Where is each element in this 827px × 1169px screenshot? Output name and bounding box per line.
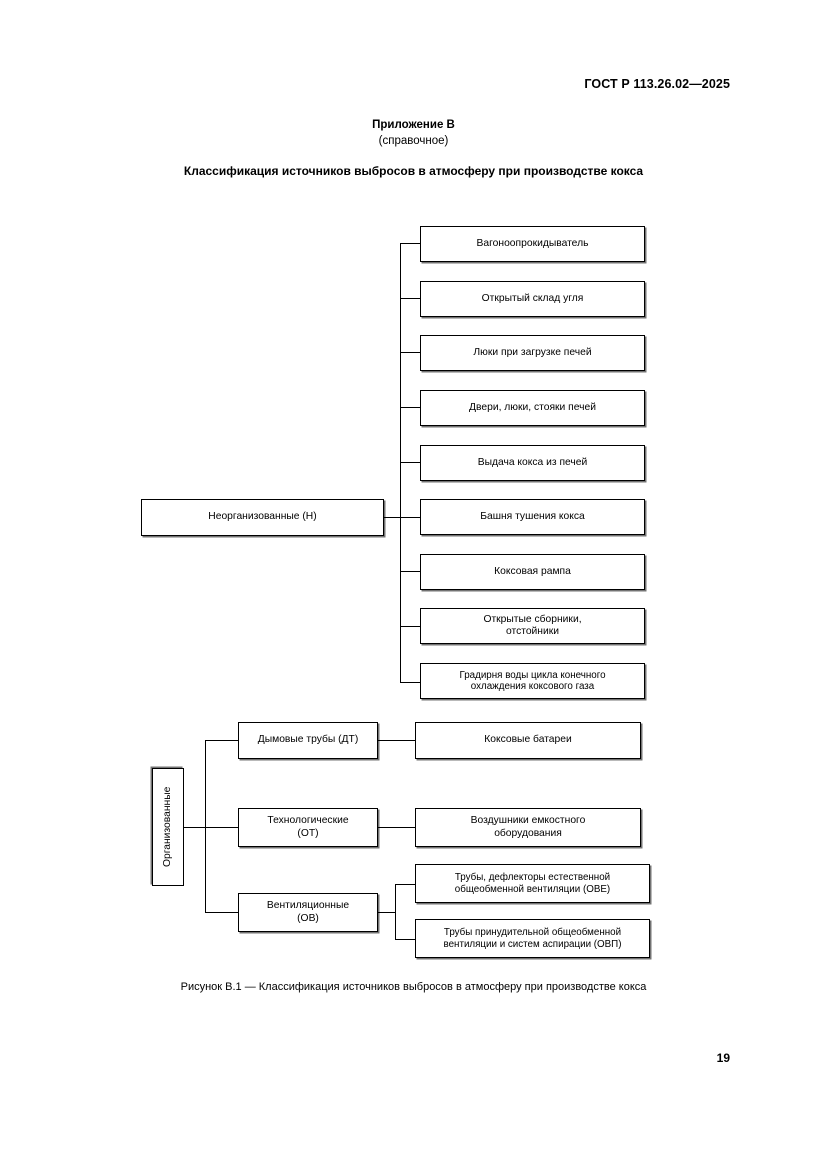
node-organized-root: Организованные [152,768,184,886]
figure-caption: Рисунок В.1 — Классификация источников в… [180,981,647,993]
node-organized-branch-0: Дымовые трубы (ДТ) [238,722,378,759]
connector-organized-trunk [205,740,207,913]
connector-organized-branch-2 [205,912,239,914]
connector-unorganized-child-7 [400,626,421,628]
node-unorganized-child-6: Коксовая рампа [420,554,645,590]
node-organized-branch-2: Вентиляционные(ОВ) [238,893,378,932]
appendix-label: Приложение В [372,119,455,131]
node-unorganized-child-4: Выдача кокса из печей [420,445,645,481]
connector-organized-branch-1 [205,827,239,829]
node-unorganized-child-2: Люки при загрузке печей [420,335,645,371]
connector-unorganized-child-4 [400,462,421,464]
node-unorganized-child-3: Двери, люки, стояки печей [420,390,645,426]
document-header-standard-code: ГОСТ Р 113.26.02—2025 [584,77,730,91]
connector-unorganized-root-stub [384,517,401,519]
connector-unorganized-child-8 [400,682,421,684]
appendix-kind: (справочное) [378,135,449,147]
connector-unorganized-child-3 [400,407,421,409]
connector-organized-branch-2-child-0 [395,884,416,886]
connector-organized-branch-2-child-1 [395,939,416,941]
connector-unorganized-child-5 [400,517,421,519]
node-organized-branch-0-child-0: Коксовые батареи [415,722,641,759]
node-unorganized-child-5: Башня тушения кокса [420,499,645,535]
appendix-title: Классификация источников выбросов в атмо… [183,164,644,178]
connector-organized-branch-0-child-0 [378,740,416,742]
connector-unorganized-child-1 [400,298,421,300]
node-unorganized-child-0: Вагоноопрокидыватель [420,226,645,262]
node-organized-branch-1: Технологические(ОТ) [238,808,378,847]
connector-unorganized-child-0 [400,243,421,245]
connector-unorganized-child-6 [400,571,421,573]
page-number: 19 [716,1051,730,1065]
node-unorganized-child-1: Открытый склад угля [420,281,645,317]
connector-organized-branch-1-child-0 [378,827,416,829]
connector-unorganized-child-2 [400,352,421,354]
node-unorganized-root: Неорганизованные (Н) [141,499,384,536]
connector-organized-branch-2-stub [378,912,396,914]
node-unorganized-child-7: Открытые сборники,отстойники [420,608,645,644]
connector-organized-branch-2-fork [395,884,397,940]
connector-organized-root-stub [184,827,206,829]
connector-organized-branch-0 [205,740,239,742]
